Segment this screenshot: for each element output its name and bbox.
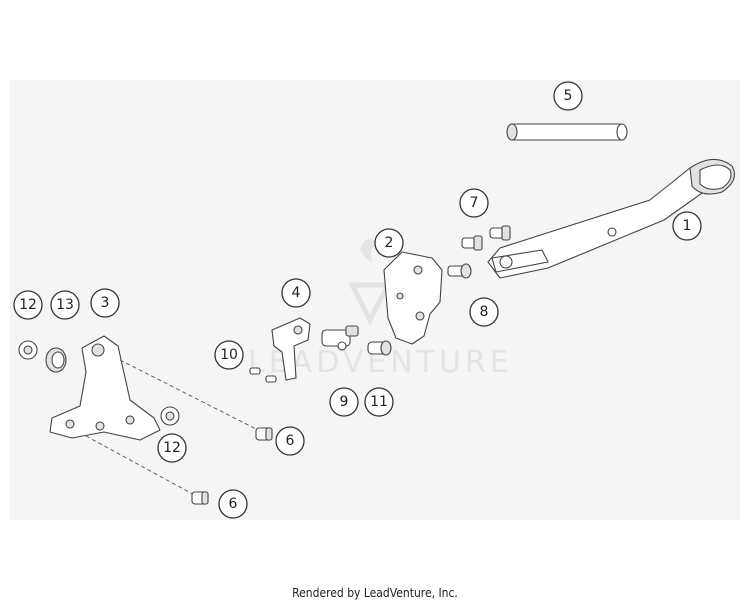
svg-text:2: 2 [385,235,394,251]
callout-12-lower: 12 [157,433,187,463]
callout-3: 3 [90,288,120,318]
callout-8: 8 [469,297,499,327]
callout-1: 1 [672,211,702,241]
svg-text:7: 7 [470,195,479,211]
part-spacer-lower [160,406,180,426]
callout-5: 5 [553,81,583,111]
callout-12-upper: 12 [13,290,43,320]
callout-10: 10 [214,340,244,370]
svg-text:8: 8 [480,304,489,320]
callout-9: 9 [329,387,359,417]
svg-text:10: 10 [220,347,238,363]
svg-text:6: 6 [229,496,238,512]
svg-text:13: 13 [56,297,74,313]
callout-11: 11 [364,387,394,417]
svg-text:12: 12 [19,297,37,313]
svg-text:12: 12 [163,440,181,456]
part-bracket-plate [383,251,443,345]
callout-4: 4 [281,278,311,308]
part-frame-bracket [49,335,161,441]
part-spacer-upper [18,340,38,360]
diagram-panel [10,80,740,520]
svg-text:3: 3 [101,295,110,311]
part-switch-bracket [271,317,311,381]
callout-6-lower: 6 [218,489,248,519]
callout-6-upper: 6 [275,426,305,456]
part-bolts [461,225,511,251]
svg-text:11: 11 [370,394,388,410]
callout-7: 7 [459,188,489,218]
svg-text:6: 6 [286,433,295,449]
part-mounting-bolts [85,359,273,505]
part-pin [506,123,628,141]
svg-text:9: 9 [340,394,349,410]
svg-text:1: 1 [683,218,692,234]
footer-credit: Rendered by LeadVenture, Inc. [292,586,458,600]
svg-text:5: 5 [564,88,573,104]
part-bushing [447,263,472,279]
part-screws [249,367,277,383]
callout-13: 13 [50,290,80,320]
part-sleeve [367,340,392,356]
part-switch [321,325,359,351]
svg-text:4: 4 [292,285,301,301]
part-bearing [45,347,67,373]
part-side-stand [487,158,735,279]
callout-2: 2 [374,228,404,258]
